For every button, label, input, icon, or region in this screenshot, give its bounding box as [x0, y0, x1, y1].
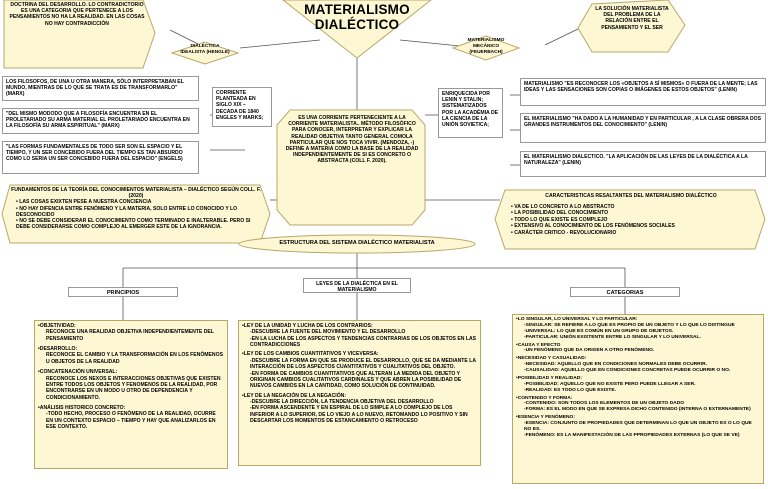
categoria-line: -CAUSALIDAD: AQUELLO QUE EN CONDICIONES … [524, 368, 731, 373]
principio-lead: •OBJETIVIDAD: [38, 323, 76, 329]
categoria-lead: •LO SINGULAR, LO UNIVERSAL Y LO PARTICUL… [516, 317, 638, 322]
categoria-line: -UN FENÓMENO QUE DA ORIGEN A OTRO FENÓME… [524, 348, 655, 354]
ley-line: -EN FORMA ASCENDENTE Y EN ESPIRAL DE LO … [250, 405, 468, 425]
principio-text: RECONOCE LOS NEXOS E INTERACCIONES OBJET… [46, 375, 221, 401]
principio-lead: •CONCATENACIÓN UNIVERSAL: [38, 369, 118, 376]
categoria-line: -NECESIDAD: AQUELLO QUE EN CONDICIONES N… [524, 362, 707, 368]
ley-lead: •LEY DE LOS CAMBIOS CUANTITATIVOS Y VICE… [242, 351, 379, 358]
branch-categorias: CATEGORIAS [570, 287, 680, 297]
caracteristicas-title: CARACTERISTICAS RESALTANTES DEL MATERIAL… [545, 193, 717, 199]
categoria-line: -ESENCIA: CONJUNTO DE PROPIEDADES QUE DE… [524, 421, 752, 432]
categoria-lead: •POSIBILIDAD Y REALIDAD: [516, 375, 582, 381]
caracteristicas-item: VA DE LO CONCRETO A LO ABSTRACTO [511, 204, 757, 211]
dialectica-idealista: DIALÉCTICA IDEALISTA (HENGLE) [180, 44, 230, 55]
principio-text: -TODO HECHO, PROCESO O FENÓMENO DE LA RE… [46, 411, 216, 431]
leyes-block: •LEY DE LA UNIDAD Y LUCHA DE LOS CONTRAR… [238, 320, 481, 466]
left-quote-2: "DEL MISMO MODODO QUE A FILOSOFÍA ENCUEN… [2, 108, 199, 134]
branch-leyes: LEYES DE LA DIALÉCTICA EN EL MATERIALISM… [303, 278, 411, 293]
categoria-line: -UNIVERSAL: LO QUE ES COMÚN EN UN GRUPO … [524, 328, 674, 334]
principio-text: RECONOCE EL CAMBIO Y LA TRANSFORMACIÓN E… [46, 352, 223, 365]
materialismo-mecanico: MATERIALISMO MECÁNICO (FEUERBACH) [467, 38, 505, 55]
categoria-line: -FORMA: ES EL MODO EN QUE SE EXPRESA DIC… [524, 407, 751, 413]
categoria-line: -CONTENIDO: SON TODOS LOS ELEMENTOS DE U… [524, 401, 685, 407]
categorias-block: •LO SINGULAR, LO UNIVERSAL Y LO PARTICUL… [512, 314, 764, 484]
ley-line: -DESCUBRE LA FUENTE DEL MOVIMIENTO Y EL … [250, 329, 406, 336]
categoria-line: -POSIBILIDAD: AQUELLO QUE NO EXISTE PERO… [524, 381, 696, 387]
left-quote-1: LOS FILOSOFOS, DE UNA U OTRA MANERA, SÓL… [2, 76, 199, 101]
ley-line: -EN FORMA DE CAMBIOS CUANTITATIVOS QUE A… [250, 370, 462, 390]
left-quote-3: "LAS FORMAS FUNDAMENTALES DE TODO SER SO… [2, 141, 199, 174]
caracteristicas-item: EXTENSIVO AL CONOCIMIENTO DE LOS FENÓMEN… [511, 223, 757, 230]
title-shape [282, 0, 432, 59]
principio-lead: •ANÁLISIS HISTORICO CONCRETO: [38, 404, 126, 411]
fundamentos-title: FUNDAMENTOS DE LA TEORÍA DEL CONOCIMIENT… [11, 187, 261, 200]
ley-line: -EN LA LUCHA DE LOS ASPECTOS Y TENDENCIA… [250, 335, 477, 349]
principio-lead: •DESARROLLO: [38, 346, 78, 353]
estructura-label: ESTRUCTURA DEL SISTEMA DIALÉCTICO MATERI… [279, 240, 435, 246]
categoria-line: -FENÓMENO: ES LA MANIFESTACIÓN DE LAS PP… [524, 432, 740, 438]
right-quote-1: MATERIALISMO "ES RECONOCER LOS «OBJETOS … [520, 78, 766, 106]
categoria-line: -REALIDAD: ES TODO LO QUE EXISTE. [524, 387, 617, 393]
page-title: MATERIALISMO DIALÉCTICO [283, 2, 431, 33]
title-line-2: DIALÉCTICO [314, 16, 400, 32]
ley-line: -DESCUBRE LA DIRECCIÓN, LA TENDENCIA OBJ… [250, 398, 434, 405]
caracteristicas-item: CARÁCTER CRITICO - REVOLUCIONARIO [511, 230, 757, 237]
caracteristicas-block: CARACTERISTICAS RESALTANTES DEL MATERIAL… [505, 193, 757, 237]
caracteristicas-item: TODO LO QUE EXISTE ES COMPLEJO [511, 217, 757, 224]
principio-text: RECONOCE UNA REALIDAD OBJETIVA INDEPENDI… [46, 329, 214, 342]
caracteristicas-item: LA POSIBILIDAD DEL CONOCIMIENTO [511, 210, 757, 217]
top-left-note: DOCTRINA DEL DESARROLLO. LO CONTRADICTOR… [9, 2, 145, 27]
fundamentos-item: NO HAY DIFENCIA ENTRE FENÓMENO Y LA MATE… [16, 206, 262, 218]
categoria-lead: •ESENCIA Y FENÓMENO: [516, 415, 575, 421]
categoria-line: -PARTICULAR: UNIÓN EXISTENTE ENTRE LO SI… [524, 334, 701, 340]
fundamentos-item: NO SE DEBE CONSIDERAR EL CONOCIMIENTO CO… [16, 218, 262, 230]
principios-block: •OBJETIVIDAD: RECONOCE UNA REALIDAD OBJE… [34, 320, 228, 469]
ley-lead: •LEY DE LA UNIDAD Y LUCHA DE LOS CONTRAR… [242, 323, 373, 329]
corriente-box: CORRIENTE PLANTEADA EN SIGLO XIX – DECAD… [212, 87, 272, 127]
branch-principios: PRINCIPIOS [68, 287, 178, 297]
enriquecida-box: ENRIQUECIDA POR LENIN Y STALIN; SISTEMAT… [438, 88, 503, 138]
central-definition: ES UNA CORRIENTE PERTENECIENTE A LA CORR… [285, 115, 419, 165]
ley-lead: •LEY DE LA NEGACIÓN DE LA NEGACIÓN: [242, 392, 347, 399]
categoria-lead: •NECESIDAD Y CASUALIDAD: [516, 356, 587, 362]
categoria-line: -SINGULAR: SE REFIERE A LO QUE ES PROPIO… [524, 322, 735, 328]
categoria-lead: •CAUSA Y EFECTO [516, 342, 561, 348]
right-quote-2: EL MATERIALISMO "HA DADO A LA HUMANIDAD … [520, 113, 766, 143]
ley-line: -DESCUBRE LA FORMA EN QUE SE PRODUCE EL … [250, 357, 476, 371]
fundamentos-block: FUNDAMENTOS DE LA TEORÍA DEL CONOCIMIENT… [10, 187, 262, 230]
title-line-1: MATERIALISMO [304, 2, 410, 17]
fundamentos-item: LAS COSAS EXIXTEN PESE A NUESTRA CONCIEN… [16, 199, 262, 205]
right-quote-3: EL MATERIALISMO DIALECTICO. "LA APLICACI… [520, 151, 766, 177]
categoria-lead: •CONTENIDO Y FORMA: [516, 395, 573, 401]
top-right-note: LA SOLUCIÓN MATERIALISTA DEL PROBLEMA DE… [595, 6, 669, 31]
